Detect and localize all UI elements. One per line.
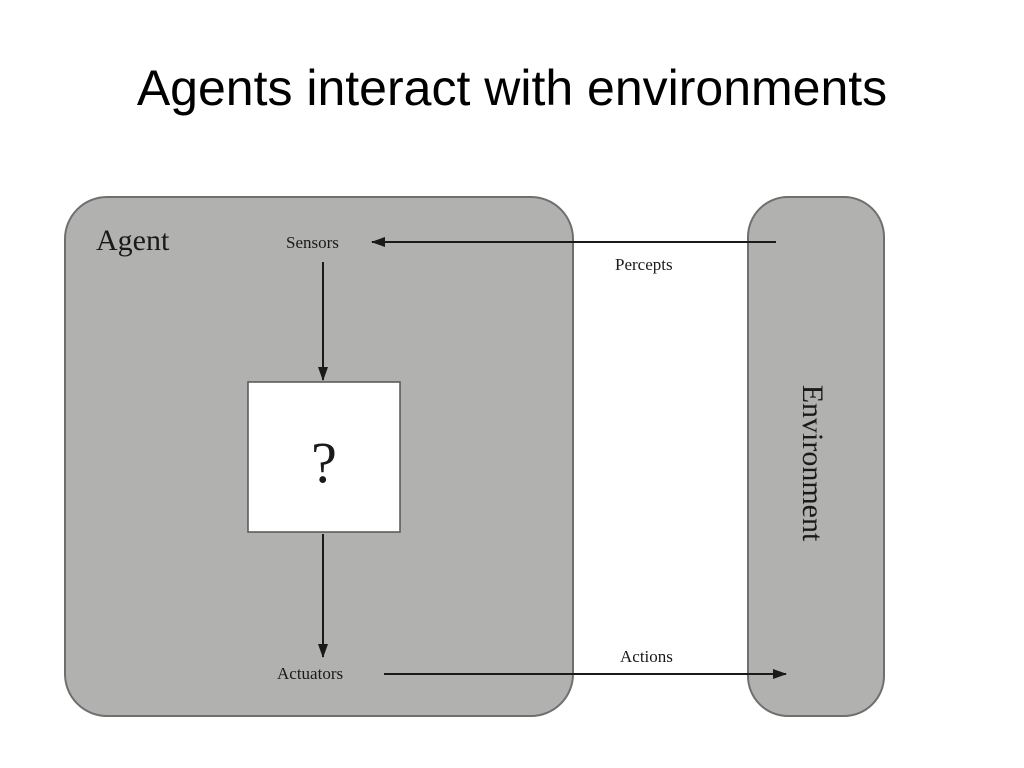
actions-label: Actions bbox=[620, 647, 673, 666]
actuators-label: Actuators bbox=[277, 664, 343, 683]
agent-function-box bbox=[247, 381, 401, 533]
percepts-label: Percepts bbox=[615, 255, 673, 274]
unknown-label: ? bbox=[311, 430, 337, 495]
slide-title: Agents interact with environments bbox=[136, 60, 888, 116]
environment-box bbox=[747, 196, 885, 717]
agent-label: Agent bbox=[96, 224, 170, 257]
environment-label: Environment bbox=[796, 385, 829, 542]
sensors-label: Sensors bbox=[286, 233, 339, 252]
